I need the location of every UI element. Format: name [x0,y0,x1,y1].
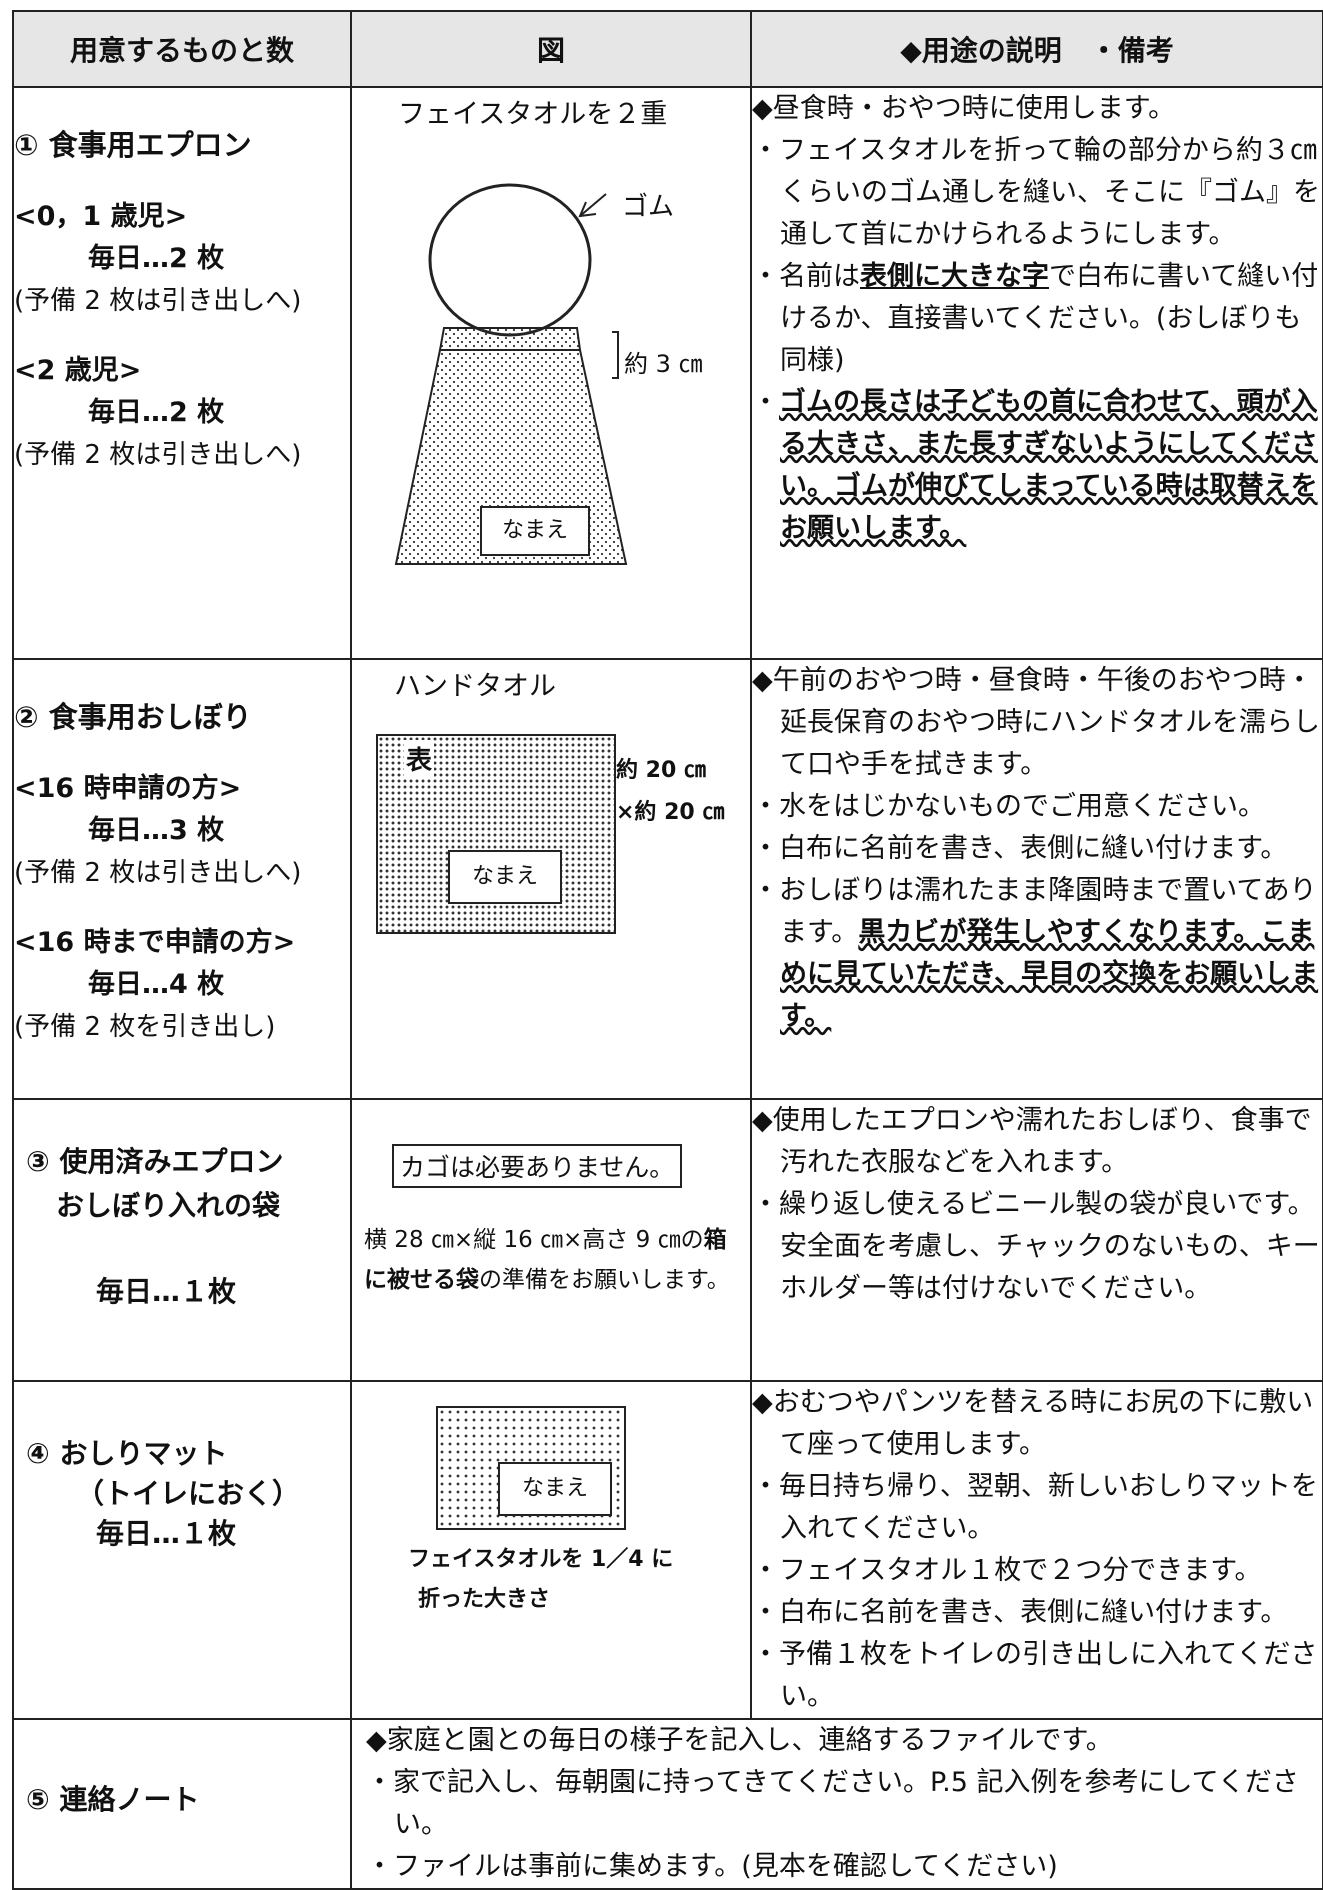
row1-group2: <2 歳児> [14,355,142,386]
row3-title2: おしぼり入れの袋 [56,1189,281,1222]
bag-size-text: 横 28 ㎝×縦 16 ㎝×高さ 9 ㎝の箱に被せる袋の準備をお願いします。 [364,1227,730,1293]
row2-desc-1: ◆午前のおやつ時・昼食時・午後のおやつ時・延長保育のおやつ時にハンドタオルを濡ら… [752,665,1320,780]
gomu-label: ゴム [622,192,675,222]
row4-desc-4: ・白布に名前を書き、表側に縫い付けます。 [752,1597,1288,1628]
handtowel-size: 約 20 ㎝ ×約 20 ㎝ [616,758,725,825]
row3-description: ◆使用したエプロンや濡れたおしぼり、食事で汚れた衣服などを入れます。 ・繰り返し… [750,1098,1323,1382]
row2-description: ◆午前のおやつ時・昼食時・午後のおやつ時・延長保育のおやつ時にハンドタオルを濡ら… [750,658,1323,1100]
row4-figure: なまえ フェイスタオルを 1／4 に 折った大きさ [350,1380,752,1720]
row4-description: ◆おむつやパンツを替える時にお尻の下に敷いて座って使用します。 ・毎日持ち帰り、… [750,1380,1323,1720]
band-size-label: 約 3 ㎝ [624,350,703,378]
row4-desc-3: ・フェイスタオル１枚で２つ分できます。 [752,1555,1262,1586]
mat-name-tag: なまえ [498,1462,612,1516]
row3-figure: カゴは必要ありません。 横 28 ㎝×縦 16 ㎝×高さ 9 ㎝の箱に被せる袋の… [350,1098,752,1382]
table-row: ② 食事用おしぼり <16 時申請の方> 毎日…3 枚 (予備 2 枚は引き出し… [12,658,1323,1100]
row2-title: ② 食事用おしぼり [14,700,252,734]
table-row: ① 食事用エプロン <0，1 歳児> 毎日…2 枚 (予備 2 枚は引き出しへ)… [12,86,1323,660]
row1-title: ① 食事用エプロン [14,128,252,162]
table-row: ③ 使用済みエプロン おしぼり入れの袋 毎日…１枚 カゴは必要ありません。 横 … [12,1098,1323,1382]
row5-desc-2: ・家で記入し、毎朝園に持ってきてください。P.5 記入例を参考にしてください。 [366,1767,1299,1840]
front-side-label: 表 [404,740,435,777]
apron-caption: フェイスタオルを２重 [398,99,668,130]
row5-items: ⑤ 連絡ノート [12,1718,352,1890]
row1-desc-1: ◆昼食時・おやつ時に使用します。 [752,93,1176,124]
mat-caption: フェイスタオルを 1／4 に 折った大きさ [408,1547,674,1612]
row4-items: ④ おしりマット （トイレにおく） 毎日…１枚 [12,1380,352,1720]
header-figure: 図 [350,10,752,88]
row4-desc-1: ◆おむつやパンツを替える時にお尻の下に敷いて座って使用します。 [752,1387,1314,1460]
row2-desc-3: ・白布に名前を書き、表側に縫い付けます。 [752,833,1288,864]
row2-desc-2: ・水をはじかないものでご用意ください。 [752,791,1265,822]
row3-count: 毎日…１枚 [96,1275,237,1308]
row3-desc-2: ・繰り返し使えるビニール製の袋が良いです。安全面を考慮し、チャックのないもの、キ… [752,1189,1320,1304]
row3-items: ③ 使用済みエプロン おしぼり入れの袋 毎日…１枚 [12,1098,352,1382]
items-table: 用意するものと数 図 ◆用途の説明 ・備考 ① 食事用エプロン <0，1 歳児>… [12,10,1323,1890]
basket-not-needed-box: カゴは必要ありません。 [392,1144,683,1188]
row1-group2-note: (予備 2 枚は引き出しへ) [14,440,302,470]
row1-desc-3: ・名前は表側に大きな字で白布に書いて縫い付けるか、直接書いてください。(おしぼり… [752,261,1319,376]
header-items: 用意するものと数 [12,10,352,88]
row5-description: ◆家庭と園との毎日の様子を記入し、連絡するファイルです。 ・家で記入し、毎朝園に… [350,1718,1323,1890]
row5-desc-3: ・ファイルは事前に集めます。(見本を確認してください) [366,1851,1058,1882]
row5-title: ⑤ 連絡ノート [26,1783,200,1816]
row4-title: ④ おしりマット [26,1437,228,1470]
row2-group2: <16 時まで申請の方> [14,927,296,958]
row3-title1: ③ 使用済みエプロン [26,1145,284,1178]
row1-description: ◆昼食時・おやつ時に使用します。 ・フェイスタオルを折って輪の部分から約３㎝くら… [750,86,1323,660]
row5-desc-1: ◆家庭と園との毎日の様子を記入し、連絡するファイルです。 [366,1725,1113,1756]
apron-name-tag: なまえ [480,506,590,556]
table-row: ⑤ 連絡ノート ◆家庭と園との毎日の様子を記入し、連絡するファイルです。 ・家で… [12,1718,1323,1890]
row2-group2-note: (予備 2 枚を引き出し) [14,1012,276,1042]
handtowel-caption: ハンドタオル [394,671,556,702]
table-row: ④ おしりマット （トイレにおく） 毎日…１枚 なまえ フェイスタオルを 1／4… [12,1380,1323,1720]
row4-desc-2: ・毎日持ち帰り、翌朝、新しいおしりマットを入れてください。 [752,1471,1318,1544]
row1-desc-4: ・ゴムの長さは子どもの首に合わせて、頭が入る大きさ、また長すぎないようにしてくだ… [752,387,1318,544]
row2-group1: <16 時申請の方> [14,773,242,804]
row2-items: ② 食事用おしぼり <16 時申請の方> 毎日…3 枚 (予備 2 枚は引き出し… [12,658,352,1100]
row4-sub: （トイレにおく） [76,1477,301,1510]
row3-desc-1: ◆使用したエプロンや濡れたおしぼり、食事で汚れた衣服などを入れます。 [752,1105,1312,1178]
row2-group1-note: (予備 2 枚は引き出しへ) [14,858,302,888]
handtowel-name-tag: なまえ [448,850,562,904]
row1-figure: フェイスタオルを２重 ゴム 約 3 ㎝ なまえ [350,86,752,660]
row1-group1-count: 毎日…2 枚 [88,243,225,274]
row4-count: 毎日…１枚 [96,1517,237,1550]
row2-figure: ハンドタオル 表 なまえ 約 20 ㎝ ×約 20 ㎝ [350,658,752,1100]
row1-desc-2: ・フェイスタオルを折って輪の部分から約３㎝くらいのゴム通しを縫い、そこに『ゴム』… [752,135,1320,250]
table-header-row: 用意するものと数 図 ◆用途の説明 ・備考 [12,10,1323,88]
header-description: ◆用途の説明 ・備考 [750,10,1323,88]
row2-group2-count: 毎日…4 枚 [88,969,225,1000]
row4-desc-5: ・予備１枚をトイレの引き出しに入れてください。 [752,1639,1318,1712]
row1-group2-count: 毎日…2 枚 [88,397,225,428]
row1-group1-note: (予備 2 枚は引き出しへ) [14,286,302,316]
row2-group1-count: 毎日…3 枚 [88,815,225,846]
row1-items: ① 食事用エプロン <0，1 歳児> 毎日…2 枚 (予備 2 枚は引き出しへ)… [12,86,352,660]
row2-desc-4: ・おしぼりは濡れたまま降園時まで置いてあります。黒カビが発生しやすくなります。こ… [752,875,1319,1032]
row1-group1: <0，1 歳児> [14,201,188,232]
